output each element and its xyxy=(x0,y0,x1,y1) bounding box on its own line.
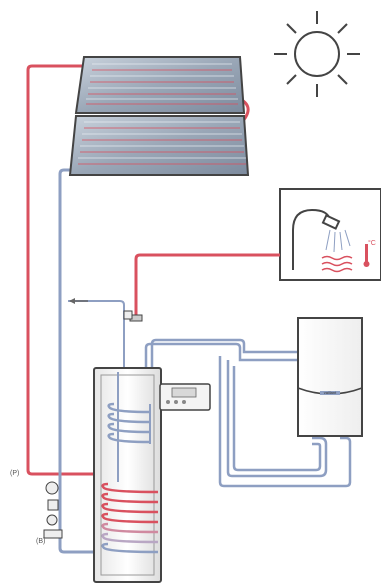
boiler-flow-pipe xyxy=(144,338,352,488)
boiler-heat-exchanger-coil xyxy=(107,402,151,444)
storage-tank xyxy=(93,367,162,583)
shower-box xyxy=(279,188,381,281)
cold-water-inlet xyxy=(68,298,125,372)
mixing-valve xyxy=(123,310,143,322)
hot-water-line xyxy=(134,253,280,318)
solar-flow-pipe xyxy=(26,64,108,476)
solar-controller xyxy=(159,383,211,411)
thermometer-icon xyxy=(363,244,370,267)
pump-group xyxy=(43,481,63,539)
pump-label: (P) xyxy=(10,470,20,477)
solar-return-pipe xyxy=(58,168,110,554)
shower-icon xyxy=(292,208,341,270)
sun-icon xyxy=(274,11,360,97)
boiler-logo: vaillant xyxy=(324,390,337,395)
solar-collector-top xyxy=(74,56,246,114)
temperature-unit-label: °C xyxy=(368,240,376,247)
solar-collector-bottom xyxy=(68,115,250,176)
solar-heat-exchanger-coil xyxy=(101,482,159,554)
sensor-label: (B) xyxy=(36,538,46,545)
gas-boiler: vaillant xyxy=(297,317,363,437)
